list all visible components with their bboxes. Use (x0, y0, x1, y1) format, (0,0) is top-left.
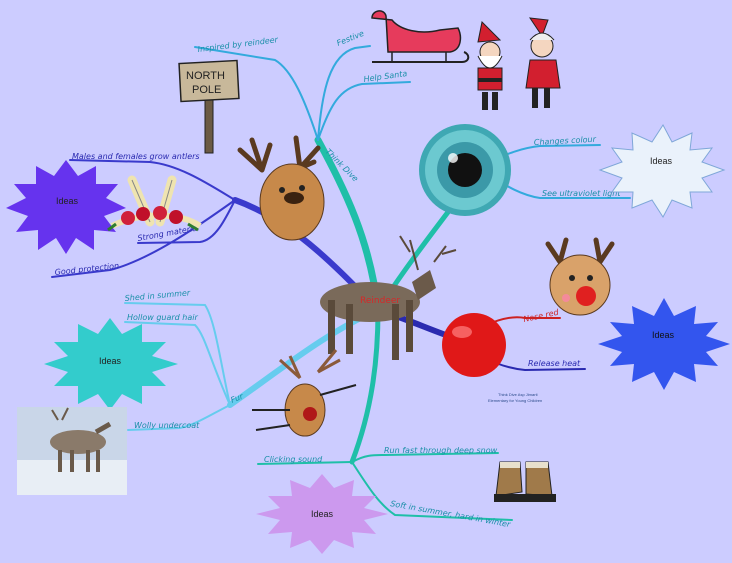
starburst (598, 298, 730, 390)
north-pole-line1: NORTH (186, 70, 225, 82)
branch-festive (317, 45, 371, 141)
label-changes-colour: Changes colour (534, 135, 597, 147)
cartoon-reindeer-fur-icon (252, 349, 357, 437)
ideas-label: Ideas (650, 156, 673, 166)
ideas-label: Ideas (652, 330, 675, 340)
santa-icon (477, 20, 503, 110)
branch-shed (124, 302, 231, 406)
branch-clicking (257, 461, 353, 465)
label-clicking-sound: Clicking sound (264, 455, 323, 464)
ideas-bubble-left-top[interactable]: Ideas (6, 160, 126, 254)
branch-males (69, 159, 236, 201)
starburst (44, 318, 178, 410)
branch-inspired (194, 46, 319, 141)
red-nose-icon (442, 313, 506, 377)
label-run-snow: Run fast through deep snow (384, 446, 498, 455)
credit-note: Think Dive Asp Jimarti Elementary for Yo… (488, 392, 542, 403)
label-see-uv: See ultraviolet light (542, 189, 621, 198)
north-pole-sign: NORTH POLE (178, 59, 240, 154)
rudolph-face-icon (545, 237, 615, 316)
boots-icon (494, 461, 556, 502)
antlers-icon (107, 175, 202, 232)
sleigh-icon (371, 10, 470, 63)
ideas-bubble-left-mid[interactable]: Ideas (44, 318, 178, 410)
starburst (598, 124, 726, 218)
label-release-heat: Release heat (528, 359, 581, 368)
branch-help-santa (317, 81, 411, 141)
ideas-label: Ideas (311, 509, 334, 519)
ideas-label: Ideas (56, 196, 79, 206)
branch-run-snow (351, 452, 499, 463)
mrs-claus-icon (525, 17, 561, 108)
central-reindeer-image[interactable]: Reindeer (320, 235, 457, 360)
branch-wolly (127, 404, 231, 431)
branch-good-protection (51, 199, 236, 278)
ideas-label: Ideas (99, 356, 122, 366)
label-males-females: Males and females grow antlers (72, 152, 200, 161)
central-topic: Reindeer (360, 296, 400, 306)
eye-icon (419, 124, 511, 216)
credit-line2: Elementary for Young Children (488, 398, 542, 403)
snow-reindeer-photo (17, 407, 127, 495)
label-hollow-hair: Hollow guard hair (127, 313, 198, 322)
cartoon-reindeer-head-icon (237, 135, 325, 241)
credit-line1: Think Dive Asp Jimarti (498, 392, 538, 397)
ideas-bubble-right-top[interactable]: Ideas (598, 124, 726, 218)
starburst (6, 160, 126, 254)
ideas-bubble-bottom[interactable]: Ideas (256, 474, 388, 554)
branch-think-dive-down (349, 307, 381, 465)
starburst (256, 474, 388, 554)
branch-strong (137, 199, 236, 244)
north-pole-line2: POLE (192, 84, 221, 96)
label-wolly-undercoat: Wolly undercoat (134, 421, 200, 430)
ideas-bubble-right-mid[interactable]: Ideas (598, 298, 730, 390)
branch-soft-hard (351, 461, 513, 521)
branch-hollow (124, 321, 231, 406)
